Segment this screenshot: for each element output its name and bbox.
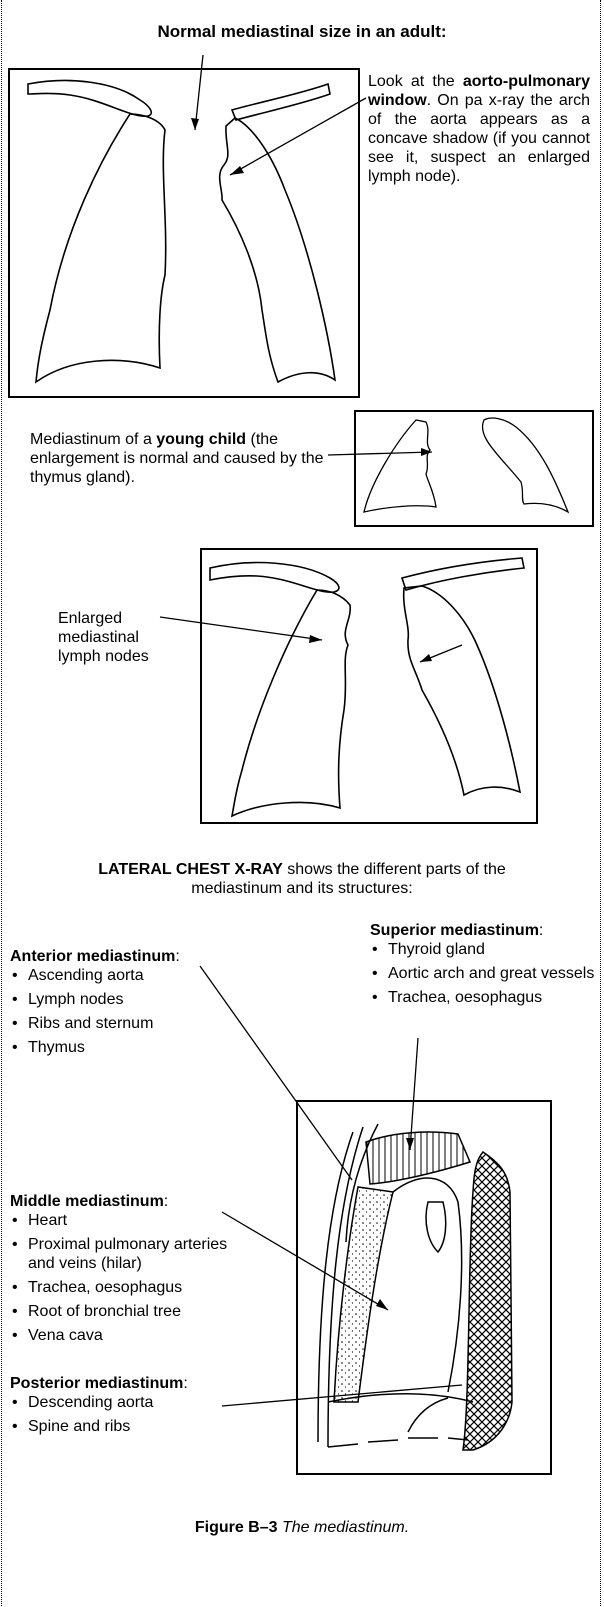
enlarged-lymph-label: Enlarged mediastinal lymph nodes xyxy=(58,609,198,666)
enlarged-label-line3: lymph nodes xyxy=(58,647,198,666)
superior-heading: Superior mediastinum: xyxy=(370,921,595,940)
enlarged-xray-figure xyxy=(200,548,538,824)
middle-item: Heart xyxy=(10,1211,230,1230)
anterior-mediastinum-block: Anterior mediastinum: Ascending aorta Ly… xyxy=(10,947,260,1062)
anterior-item: Lymph nodes xyxy=(10,990,260,1009)
superior-mediastinum-block: Superior mediastinum: Thyroid gland Aort… xyxy=(370,921,595,1012)
aorto-desc-pre: Look at the xyxy=(368,73,463,90)
child-desc-bold: young child xyxy=(156,431,246,448)
child-desc-pre: Mediastinum of a xyxy=(30,431,156,448)
lateral-chest-drawing xyxy=(298,1102,550,1473)
enlarged-label-line2: mediastinal xyxy=(58,628,198,647)
anterior-list: Ascending aorta Lymph nodes Ribs and ste… xyxy=(10,966,260,1057)
superior-item: Aortic arch and great vessels xyxy=(370,964,595,983)
lateral-intro-line1: LATERAL CHEST X-RAY shows the different … xyxy=(0,860,604,879)
posterior-item: Spine and ribs xyxy=(10,1417,230,1436)
lateral-xray-figure xyxy=(296,1100,552,1475)
middle-mediastinum-block: Middle mediastinum: Heart Proximal pulmo… xyxy=(10,1192,230,1350)
enlarged-label-line1: Enlarged xyxy=(58,609,198,628)
middle-item: Vena cava xyxy=(10,1326,230,1345)
normal-mediastinum-title: Normal mediastinal size in an adult: xyxy=(0,22,604,42)
caption-label: Figure B–3 xyxy=(195,1519,278,1536)
middle-list: Heart Proximal pulmonary arteries and ve… xyxy=(10,1211,230,1345)
posterior-list: Descending aorta Spine and ribs xyxy=(10,1393,230,1436)
posterior-heading: Posterior mediastinum: xyxy=(10,1374,230,1393)
enlarged-lungs-drawing xyxy=(202,550,536,822)
normal-lungs-drawing xyxy=(10,70,358,396)
lateral-intro: LATERAL CHEST X-RAY shows the different … xyxy=(0,860,604,898)
middle-heading: Middle mediastinum: xyxy=(10,1192,230,1211)
anterior-item: Ascending aorta xyxy=(10,966,260,985)
anterior-heading: Anterior mediastinum: xyxy=(10,947,260,966)
middle-item: Root of bronchial tree xyxy=(10,1302,230,1321)
anterior-heading-text: Anterior mediastinum xyxy=(10,948,175,965)
normal-xray-figure xyxy=(8,68,360,398)
aorto-pulmonary-description: Look at the aorto-pulmonary window. On p… xyxy=(368,72,590,186)
child-lungs-drawing xyxy=(356,412,592,525)
middle-heading-text: Middle mediastinum xyxy=(10,1193,164,1210)
posterior-mediastinum-block: Posterior mediastinum: Descending aorta … xyxy=(10,1374,230,1441)
middle-item: Proximal pulmonary arteries and veins (h… xyxy=(10,1235,230,1273)
posterior-item: Descending aorta xyxy=(10,1393,230,1412)
figure-caption: Figure B–3 The mediastinum. xyxy=(0,1518,604,1537)
anterior-item: Thymus xyxy=(10,1038,260,1057)
superior-item: Thyroid gland xyxy=(370,940,595,959)
superior-item: Trachea, oesophagus xyxy=(370,988,595,1007)
posterior-heading-text: Posterior mediastinum xyxy=(10,1375,183,1392)
child-description: Mediastinum of a young child (the enlarg… xyxy=(30,430,330,487)
anterior-item: Ribs and sternum xyxy=(10,1014,260,1033)
lateral-intro-line2: mediastinum and its structures: xyxy=(0,879,604,898)
superior-list: Thyroid gland Aortic arch and great vess… xyxy=(370,940,595,1007)
lateral-intro-bold: LATERAL CHEST X-RAY xyxy=(98,861,283,878)
lateral-intro-rest1: shows the different parts of the xyxy=(283,861,506,878)
caption-text: The mediastinum. xyxy=(278,1519,410,1536)
superior-heading-text: Superior mediastinum xyxy=(370,922,539,939)
child-xray-figure xyxy=(354,410,594,527)
middle-item: Trachea, oesophagus xyxy=(10,1278,230,1297)
